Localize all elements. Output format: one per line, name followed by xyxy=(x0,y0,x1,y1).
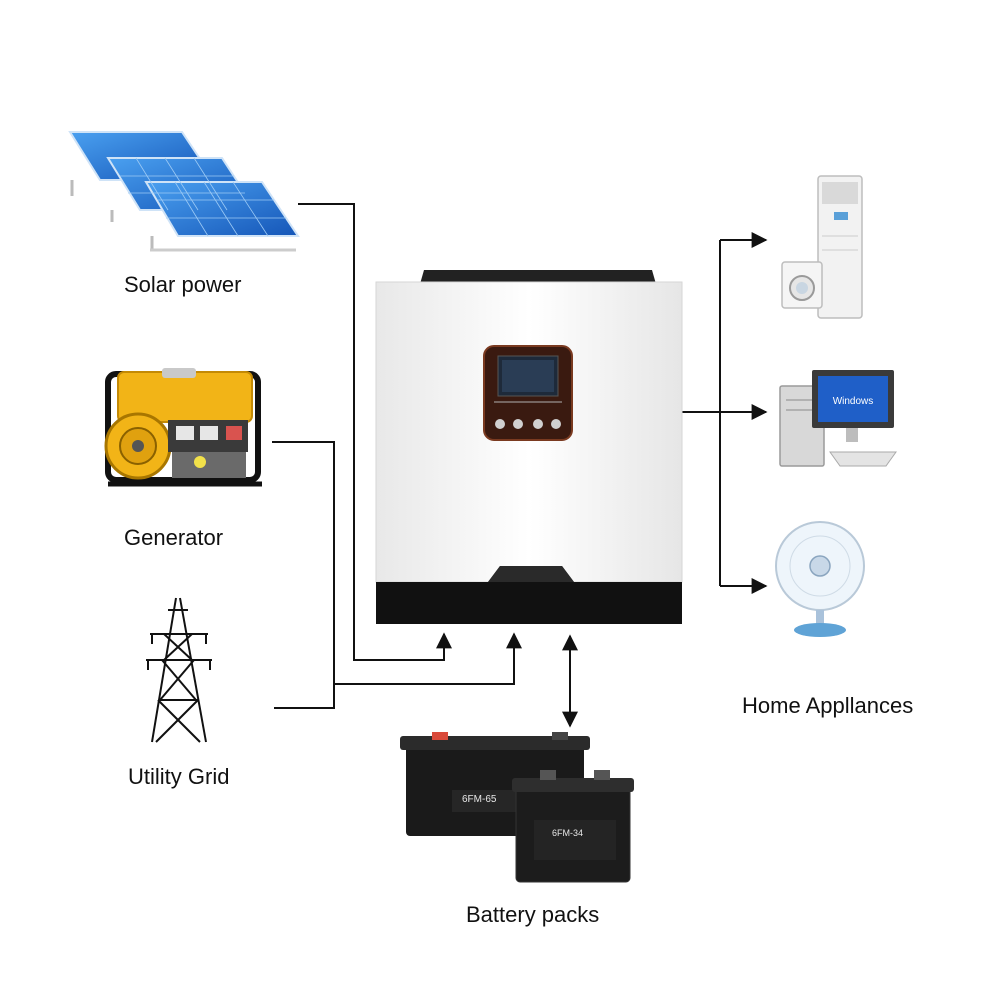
solar-label: Solar power xyxy=(124,272,242,297)
grid-line xyxy=(274,684,335,709)
air-conditioner-icon xyxy=(817,175,863,319)
solar-panel-icon xyxy=(68,131,300,252)
washing-machine-icon xyxy=(781,261,823,309)
monitor-text: Windows xyxy=(833,396,874,407)
connector-lines xyxy=(272,203,768,728)
solar-line xyxy=(298,203,452,661)
battery-icon xyxy=(400,732,634,883)
appliances-label: Home Appllances xyxy=(742,693,914,718)
power-tower-icon xyxy=(146,597,212,743)
battery-large-model: 6FM-65 xyxy=(462,794,497,805)
battery-label: Battery packs xyxy=(466,902,600,927)
inverter-icon xyxy=(375,270,683,624)
battery-small-model: 6FM-34 xyxy=(552,828,584,838)
fan-icon xyxy=(775,521,865,637)
computer-icon: Windows xyxy=(779,370,897,467)
generator-icon xyxy=(104,368,262,487)
generator-label: Generator xyxy=(124,525,224,550)
grid-label: Utility Grid xyxy=(128,764,230,789)
